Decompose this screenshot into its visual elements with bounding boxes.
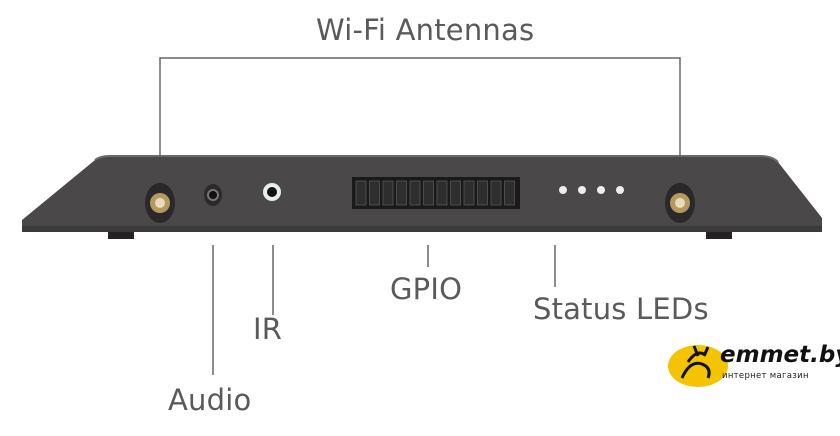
status-led xyxy=(597,186,605,194)
status-led xyxy=(578,186,586,194)
status-leds-label: Status LEDs xyxy=(533,292,709,326)
emmet-logo: emmet.by интернет магазин xyxy=(668,342,840,392)
gpio-pin xyxy=(436,180,448,206)
gpio-pin xyxy=(477,180,488,206)
gpio-pin xyxy=(450,180,461,206)
gpio-pin xyxy=(369,180,380,206)
gpio-pin xyxy=(382,180,394,206)
status-led xyxy=(616,186,624,194)
audio-jack xyxy=(204,184,222,206)
gpio-terminal-block xyxy=(352,177,520,209)
gpio-pin xyxy=(463,180,475,206)
gpio-pin xyxy=(396,180,407,206)
logo-name: emmet.by xyxy=(720,342,840,368)
gpio-pin xyxy=(355,180,367,206)
gpio-label: GPIO xyxy=(390,272,463,306)
gpio-pin xyxy=(504,180,515,206)
gpio-pin xyxy=(409,180,421,206)
audio-label: Audio xyxy=(168,383,252,417)
gpio-pin xyxy=(423,180,434,206)
ir-port xyxy=(263,183,281,201)
bee-mascot-icon xyxy=(668,345,728,387)
wifi-antennas-label: Wi-Fi Antennas xyxy=(316,13,535,47)
ir-label: IR xyxy=(253,312,283,346)
status-led xyxy=(559,186,567,194)
status-leds xyxy=(559,186,624,194)
antenna-connector-right xyxy=(665,183,695,223)
antenna-connector-left xyxy=(145,183,175,223)
gpio-pin xyxy=(490,180,502,206)
logo-tagline: интернет магазин xyxy=(722,371,809,381)
wifi-bracket-line xyxy=(159,57,681,158)
